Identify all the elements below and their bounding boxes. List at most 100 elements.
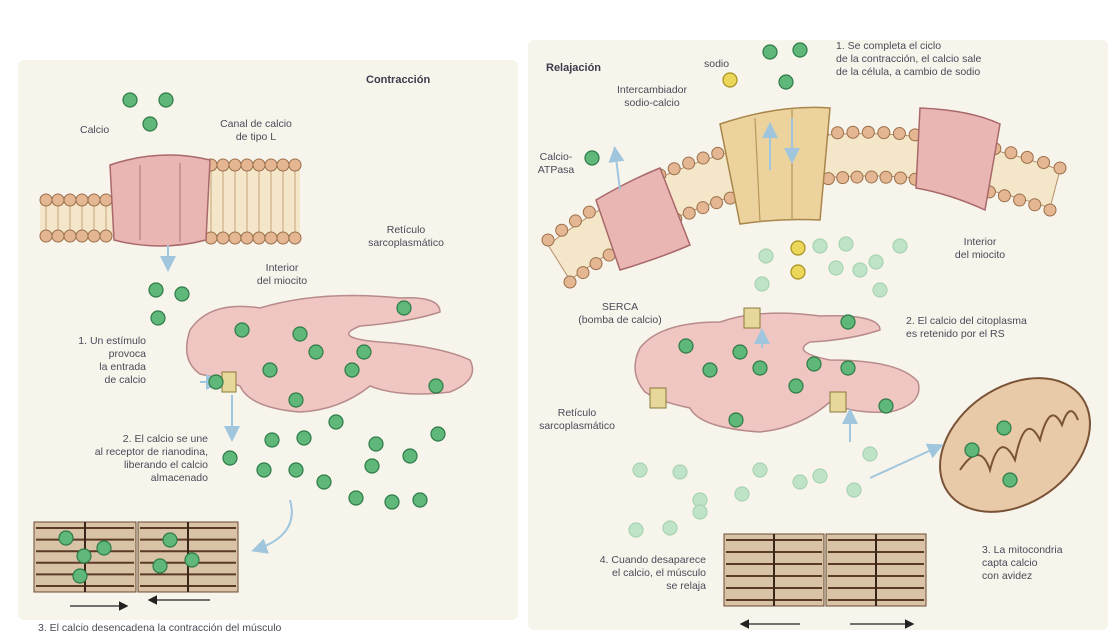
calcium-ion: [357, 345, 371, 359]
calcium-ion: [73, 569, 87, 583]
right-sr-label: Retículo sarcoplasmático: [522, 407, 632, 433]
lipid-head: [64, 194, 76, 206]
lipid-head: [241, 232, 253, 244]
mitochondrion: [915, 350, 1116, 539]
calcium-ion-faded: [893, 239, 907, 253]
left-sr-label: Retículo sarcoplasmático: [346, 224, 466, 250]
lipid-head: [88, 230, 100, 242]
lipid-head: [1005, 147, 1017, 159]
calcium-ion: [429, 379, 443, 393]
calcium-ion: [841, 361, 855, 375]
lipid-head: [847, 126, 859, 138]
lipid-head: [40, 230, 52, 242]
calcium-ion: [365, 459, 379, 473]
lipid-head: [583, 206, 595, 218]
calcium-ion: [59, 531, 73, 545]
contraction-step-3: 3. El calcio desencadena la contracción …: [38, 622, 281, 635]
calcium-ion-faded: [847, 483, 861, 497]
membrane-core: [205, 165, 300, 238]
lipid-head: [52, 194, 64, 206]
lipid-head: [1029, 199, 1041, 211]
lipid-head: [1021, 151, 1033, 163]
lipid-head: [229, 232, 241, 244]
relaxation-step-1: 1. Se completa el ciclo de la contracció…: [836, 40, 981, 79]
sodium-label: sodio: [704, 58, 729, 71]
calcium-ion: [209, 375, 223, 389]
lipid-head: [100, 230, 112, 242]
calcium-ion: [345, 363, 359, 377]
contraction-title: Contracción: [366, 74, 430, 87]
lipid-head: [697, 202, 709, 214]
calcium-ion: [309, 345, 323, 359]
lipid-head: [880, 171, 892, 183]
lipid-head: [76, 230, 88, 242]
serca-label: SERCA (bomba de calcio): [560, 301, 680, 327]
calcium-ion: [431, 427, 445, 441]
calcium-ion-faded: [755, 277, 769, 291]
calcium-ion-faded: [813, 239, 827, 253]
calcium-ion-faded: [829, 261, 843, 275]
lipid-head: [52, 230, 64, 242]
lipid-head: [556, 224, 568, 236]
calcium-ion-faded: [753, 463, 767, 477]
calcium-ion: [369, 437, 383, 451]
lipid-head: [683, 207, 695, 219]
calcium-ion: [841, 315, 855, 329]
right-interior-label: Interior del miocito: [940, 236, 1020, 262]
calcium-ion: [151, 311, 165, 325]
lipid-head: [542, 234, 554, 246]
lipid-head: [865, 171, 877, 183]
lipid-head: [253, 232, 265, 244]
calcium-ion-faded: [813, 469, 827, 483]
calcium-ion: [175, 287, 189, 301]
lipid-head: [590, 258, 602, 270]
calcium-ion: [879, 399, 893, 413]
relaxation-title: Relajación: [546, 62, 601, 75]
sodium-ion: [791, 265, 805, 279]
calcium-ion: [1003, 473, 1017, 487]
contraction-step-2: 2. El calcio se une al receptor de riano…: [62, 433, 208, 485]
lipid-head: [998, 190, 1010, 202]
exchanger-label: Intercambiador sodio-calcio: [602, 84, 702, 110]
calcium-ion: [413, 493, 427, 507]
calcium-ion: [257, 463, 271, 477]
calcium-ion: [297, 431, 311, 445]
calcium-ion: [149, 283, 163, 297]
lipid-head: [697, 152, 709, 164]
calcium-ion: [329, 415, 343, 429]
calcium-ion: [729, 413, 743, 427]
calcium-ion-faded: [863, 447, 877, 461]
calcium-ion: [185, 553, 199, 567]
calcium-ion: [965, 443, 979, 457]
calcium-ion-faded: [839, 237, 853, 251]
serca-pump: [650, 388, 666, 408]
lipid-head: [64, 230, 76, 242]
calcium-ion: [289, 463, 303, 477]
lipid-head: [265, 159, 277, 171]
calcium-ion: [403, 449, 417, 463]
calcium-ion: [223, 451, 237, 465]
calcium-ion: [289, 393, 303, 407]
lipid-head: [277, 159, 289, 171]
lipid-head: [76, 194, 88, 206]
sodium-ion: [723, 73, 737, 87]
contraction-step-1: 1. Un estímulo provoca la entrada de cal…: [40, 335, 146, 387]
calcium-ion: [317, 475, 331, 489]
left-interior-label: Interior del miocito: [242, 262, 322, 288]
lipid-head: [277, 232, 289, 244]
calcium-ion: [385, 495, 399, 509]
lipid-head: [265, 232, 277, 244]
serca-pump: [744, 308, 760, 328]
lipid-head: [40, 194, 52, 206]
flow-arrow: [615, 150, 620, 190]
flow-arrow: [255, 500, 292, 550]
calcium-ion: [397, 301, 411, 315]
lipid-head: [711, 197, 723, 209]
calcium-ion-faded: [759, 249, 773, 263]
lipid-head: [577, 267, 589, 279]
calcium-ion: [265, 433, 279, 447]
lipid-head: [217, 159, 229, 171]
calcium-ion: [753, 361, 767, 375]
calcium-ion: [163, 533, 177, 547]
